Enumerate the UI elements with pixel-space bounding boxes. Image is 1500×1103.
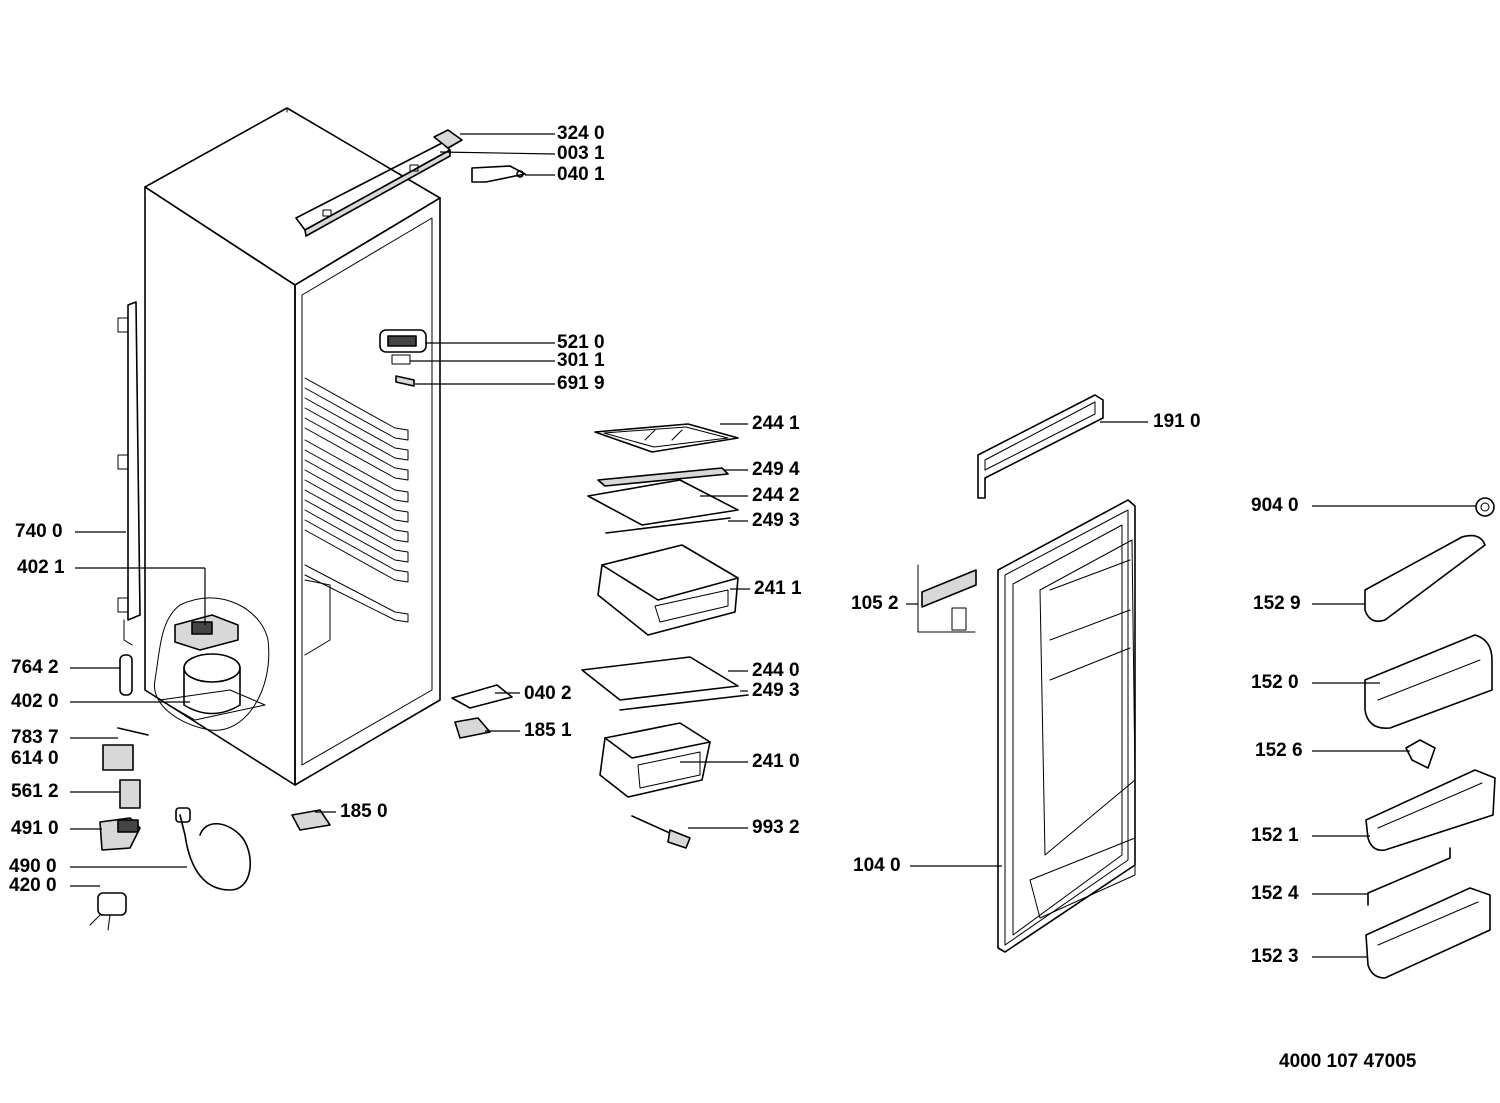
glass-shelf-top: [594, 423, 739, 453]
electrical-small-parts: [99, 727, 149, 851]
part-label-561-2: 561 2: [11, 781, 59, 802]
part-label-764-2: 764 2: [11, 657, 59, 678]
glass-shelf-lower: [581, 656, 749, 711]
leader-lines: [70, 133, 1476, 958]
part-label-152-4: 152 4: [1251, 883, 1299, 904]
door-bin-large: [1364, 634, 1493, 729]
part-label-521-0: 521 0: [557, 332, 605, 353]
door-gasket: [977, 394, 1104, 499]
part-label-301-1: 301 1: [557, 350, 605, 371]
door-bin-bottom: [1365, 887, 1491, 979]
part-label-740-0: 740 0: [15, 521, 63, 542]
part-label-993-2: 993 2: [752, 817, 800, 838]
part-label-402-1: 402 1: [17, 557, 65, 578]
glass-shelf-middle: [587, 479, 739, 526]
cabinet-shelf-guides: [304, 377, 409, 656]
part-label-152-6: 152 6: [1255, 740, 1303, 761]
part-label-249-3-upper: 249 3: [752, 510, 800, 531]
condenser: [117, 301, 141, 646]
top-hinge-bracket: [295, 142, 451, 237]
part-label-104-0: 104 0: [853, 855, 901, 876]
part-label-152-3: 152 3: [1251, 946, 1299, 967]
hinge-cover: [433, 129, 463, 149]
part-label-244-2: 244 2: [752, 485, 800, 506]
part-label-152-1: 152 1: [1251, 825, 1299, 846]
part-label-249-3-lower: 249 3: [752, 680, 800, 701]
part-label-614-0: 614 0: [11, 748, 59, 769]
hinge-bracket-small: [471, 165, 526, 183]
cabinet-body: [144, 107, 441, 786]
dairy-compartment-flap: [1364, 534, 1486, 623]
part-label-040-1: 040 1: [557, 164, 605, 185]
shelf-trim-strip-2: [605, 517, 731, 534]
egg-tray-divider: [1405, 739, 1436, 769]
part-label-185-0: 185 0: [340, 801, 388, 822]
filter-drier: [119, 654, 133, 696]
thermostat-housing: [379, 329, 427, 387]
part-label-402-0: 402 0: [11, 691, 59, 712]
part-label-244-0: 244 0: [752, 660, 800, 681]
part-label-003-1: 003 1: [557, 143, 605, 164]
door-hinge-parts: [917, 564, 977, 633]
part-label-152-0: 152 0: [1251, 672, 1299, 693]
part-label-783-7: 783 7: [11, 727, 59, 748]
capacitor: [89, 892, 127, 931]
part-label-691-9: 691 9: [557, 373, 605, 394]
door-knob: [1475, 497, 1495, 517]
part-label-152-9: 152 9: [1253, 593, 1301, 614]
part-label-324-0: 324 0: [557, 123, 605, 144]
part-label-244-1: 244 1: [752, 413, 800, 434]
part-label-491-0: 491 0: [11, 818, 59, 839]
part-label-191-0: 191 0: [1153, 411, 1201, 432]
bottle-retainer: [1367, 847, 1451, 906]
part-label-249-4: 249 4: [752, 459, 800, 480]
part-label-241-0: 241 0: [752, 751, 800, 772]
part-label-241-1: 241 1: [754, 578, 802, 599]
part-label-185-1: 185 1: [524, 720, 572, 741]
part-label-490-0: 490 0: [9, 856, 57, 877]
part-label-420-0: 420 0: [9, 875, 57, 896]
part-label-105-2: 105 2: [851, 593, 899, 614]
power-cord: [175, 807, 251, 891]
drain-cleaner-tool: [631, 815, 691, 849]
compressor-detail-bubble: [154, 597, 270, 731]
hinge-small-plate: [291, 684, 513, 831]
crisper-drawer-upper: [597, 544, 739, 636]
shelf-trim-strip: [597, 467, 729, 487]
door-panel: [997, 499, 1136, 953]
document-number: 4000 107 47005: [1279, 1051, 1417, 1072]
door-bin-middle: [1365, 769, 1496, 852]
part-label-904-0: 904 0: [1251, 495, 1299, 516]
crisper-drawer-lower: [599, 722, 711, 798]
part-label-040-2: 040 2: [524, 683, 572, 704]
